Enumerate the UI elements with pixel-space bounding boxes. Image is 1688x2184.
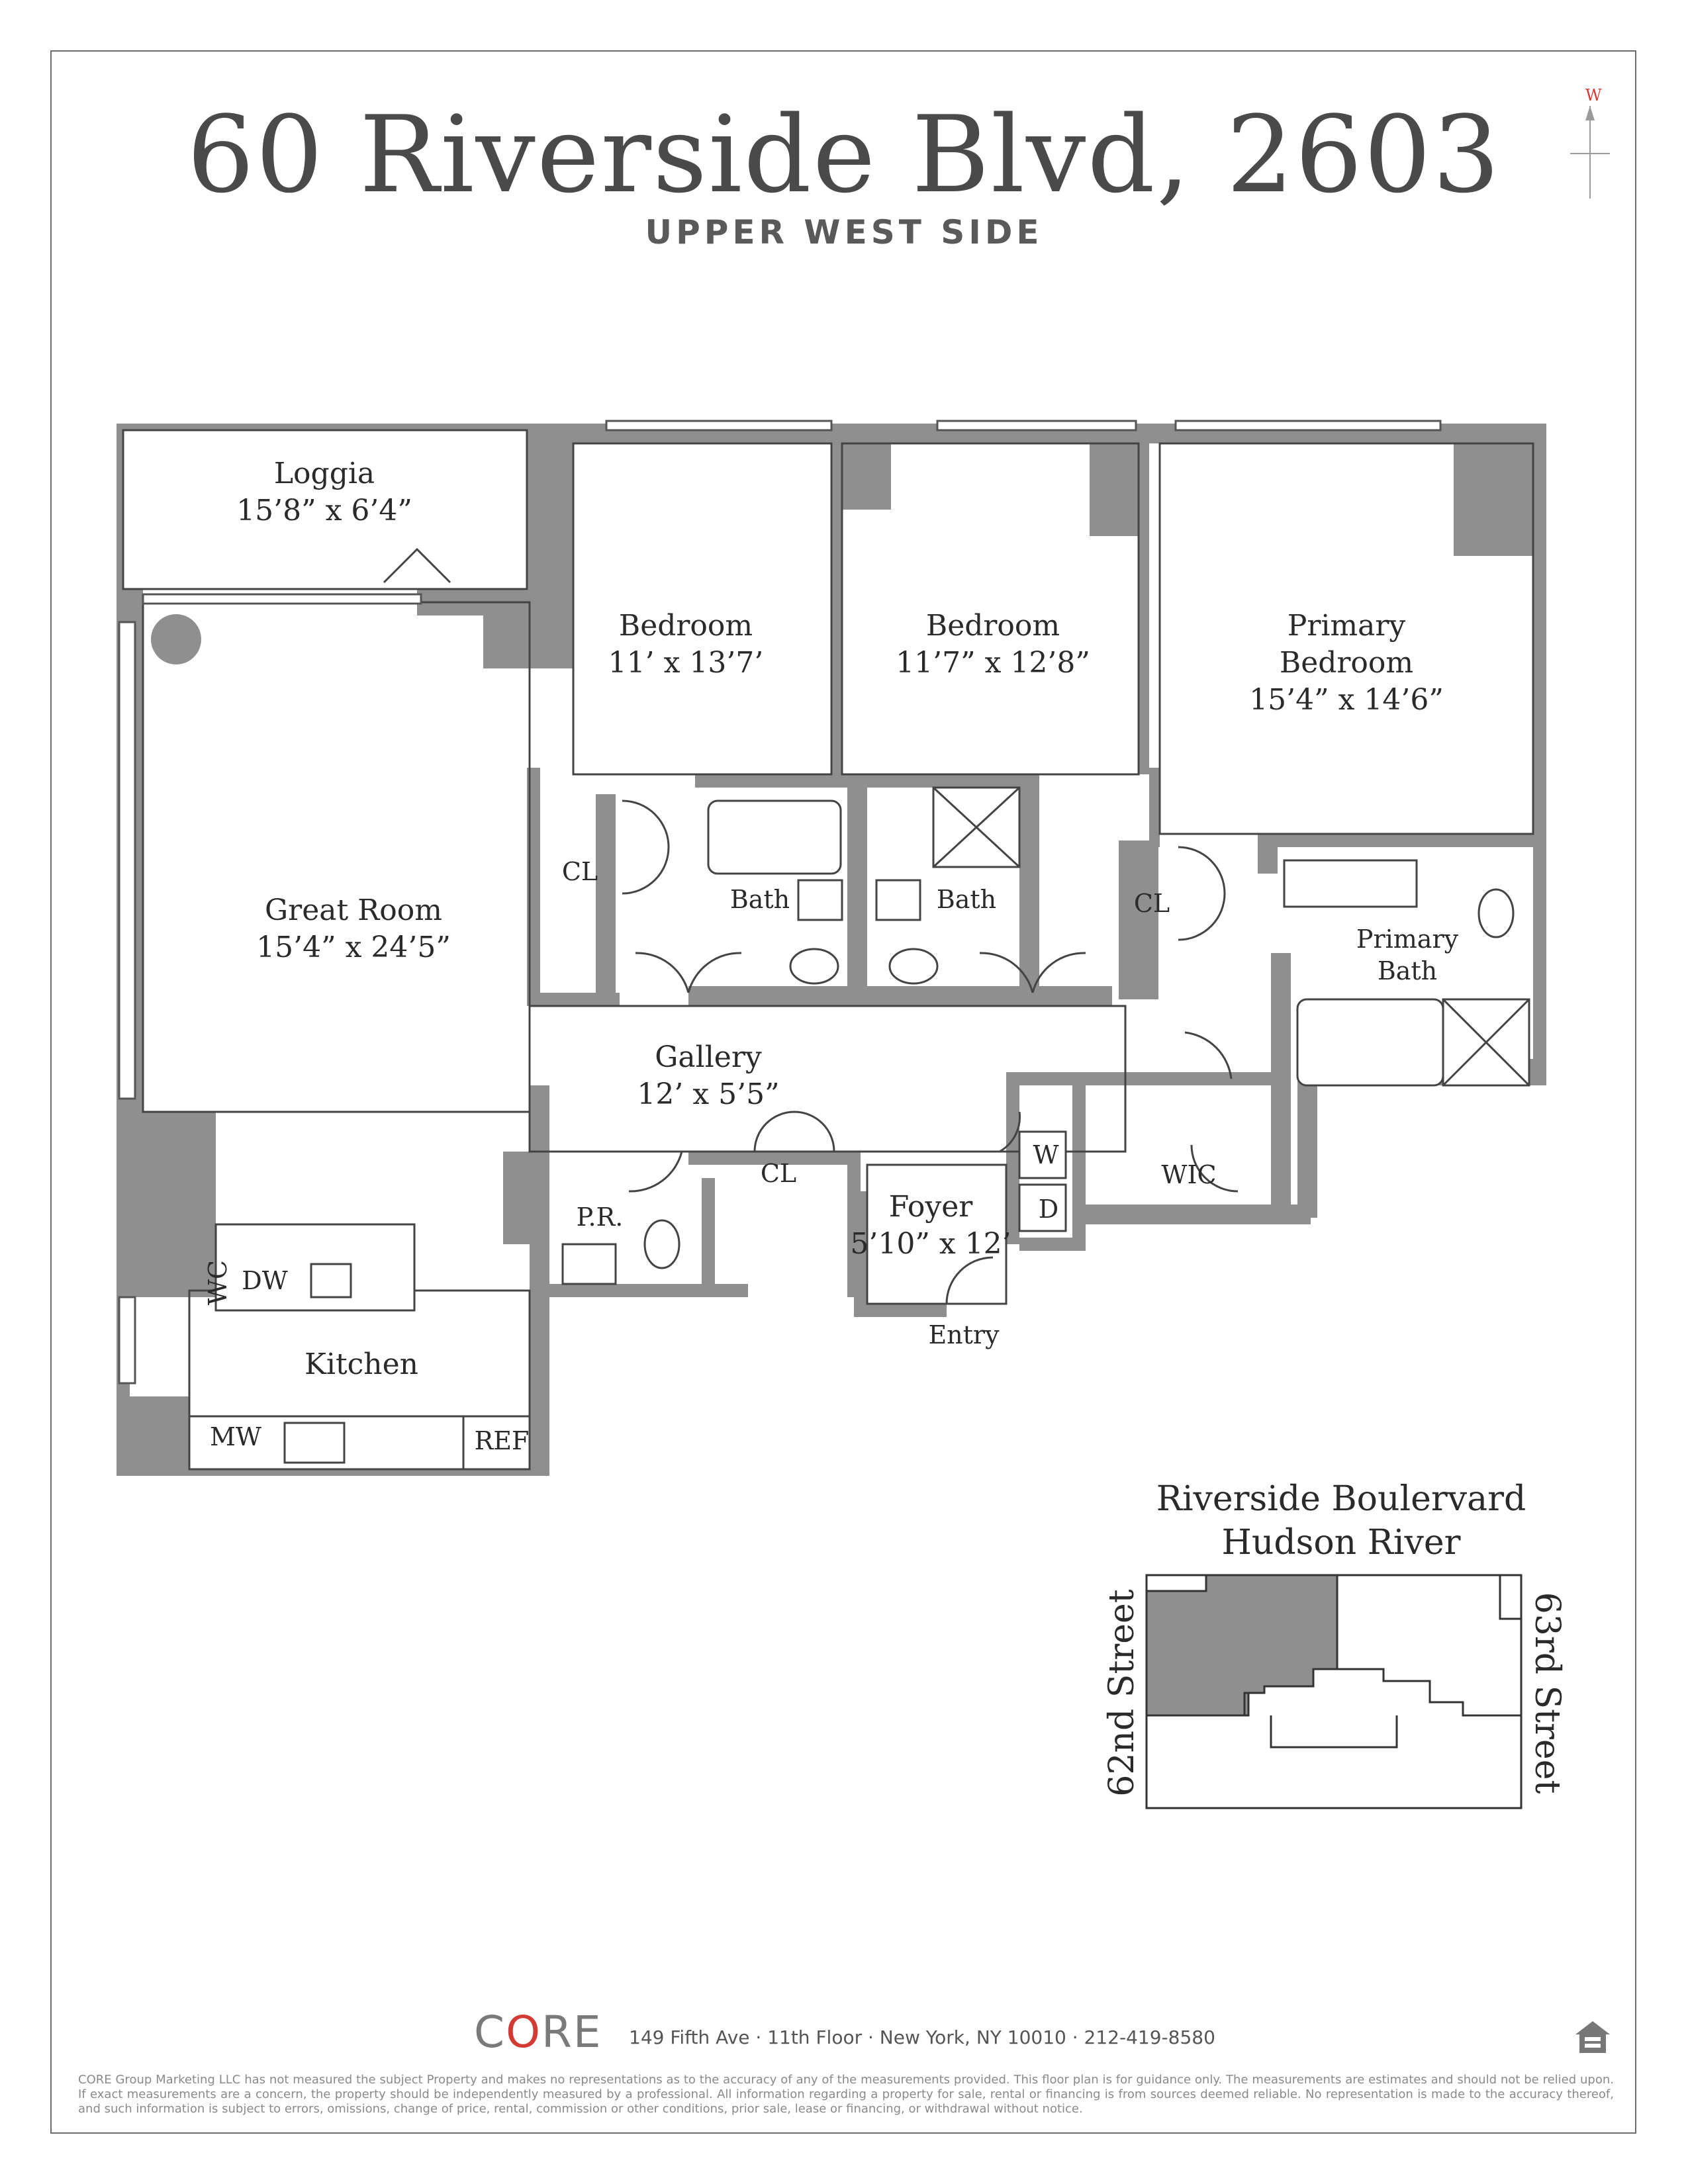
- keyplan-top-line-2: Hudson River: [1222, 1523, 1461, 1563]
- toilet-icon: [1477, 888, 1515, 938]
- pr-sink-icon: [561, 1243, 617, 1285]
- vanity-icon: [1283, 859, 1418, 908]
- gallery-dims: 12’ x 5’5”: [637, 1077, 779, 1111]
- closet-label: CL: [761, 1159, 796, 1188]
- sink-icon: [797, 879, 843, 921]
- keyplan-corner: [1499, 1574, 1523, 1620]
- closet-label: CL: [1134, 889, 1170, 918]
- core-logo: CORE: [474, 2007, 602, 2058]
- bedroom-1-name: Bedroom: [619, 609, 753, 643]
- bedroom-2-name: Bedroom: [926, 609, 1060, 643]
- kitchen-sink-icon: [310, 1263, 352, 1298]
- keyplan-top-line-1: Riverside Boulervard: [1156, 1479, 1526, 1519]
- core-logo-o: O: [506, 2007, 542, 2058]
- bath-label: Bath: [730, 885, 790, 914]
- tub-icon: [707, 799, 842, 875]
- primary-bedroom-dims: 15’4” x 14’6”: [1249, 683, 1444, 717]
- bedroom-2-dims: 11’7” x 12’8”: [896, 646, 1090, 680]
- keyplan-core: [1147, 1668, 1521, 1749]
- foyer-outline: [866, 1163, 1008, 1305]
- disclaimer: CORE Group Marketing LLC has not measure…: [78, 2073, 1614, 2116]
- page-title: 60 Riverside Blvd, 2603: [187, 93, 1501, 216]
- north-arrow-icon: [1585, 106, 1595, 120]
- bedroom-2-outline: [841, 442, 1140, 776]
- great-room-dims: 15’4” x 24’5”: [256, 931, 451, 964]
- sink-icon: [875, 879, 921, 921]
- kitchen-name: Kitchen: [305, 1347, 418, 1381]
- cooktop-icon: [283, 1422, 346, 1464]
- compass-letter: W: [1585, 86, 1602, 105]
- equal-housing-icon: [1575, 2021, 1610, 2053]
- washer-label: W: [1033, 1140, 1058, 1169]
- entry-label: Entry: [928, 1320, 1000, 1349]
- dryer-label: D: [1039, 1195, 1058, 1224]
- foyer-name: Foyer: [889, 1190, 974, 1224]
- primary-bath-line-2: Bath: [1378, 956, 1437, 985]
- powder-room-label: P.R.: [577, 1203, 624, 1232]
- page-subtitle: UPPER WEST SIDE: [645, 213, 1043, 251]
- column-icon: [151, 614, 201, 664]
- primary-bedroom-name-2: Bedroom: [1280, 646, 1413, 680]
- toilet-icon: [888, 948, 939, 985]
- keyplan-corner: [1145, 1574, 1207, 1592]
- closet-label: CL: [562, 857, 598, 886]
- primary-bedroom-name-1: Primary: [1288, 609, 1406, 643]
- keyplan-right-street: 63rd Street: [1527, 1592, 1567, 1794]
- refrigerator-label: REF: [475, 1426, 530, 1455]
- loggia-outline: [122, 429, 528, 590]
- loggia-dims: 15’8” x 6’4”: [236, 494, 412, 527]
- loggia-name: Loggia: [274, 457, 375, 490]
- walls: [117, 424, 1546, 1476]
- wc-label: WC: [203, 1260, 232, 1305]
- toilet-icon: [789, 948, 839, 985]
- doors: [383, 547, 1239, 1304]
- page-frame: [50, 50, 1636, 2134]
- primary-bedroom-outline: [1158, 442, 1534, 835]
- bath-label: Bath: [937, 885, 996, 914]
- great-room-outline: [142, 601, 531, 1113]
- great-room-name: Great Room: [265, 893, 442, 927]
- windows: [118, 420, 1442, 1385]
- dryer-icon: [1018, 1183, 1067, 1232]
- microwave-label: MW: [210, 1422, 261, 1451]
- wic-label: WIC: [1161, 1160, 1216, 1189]
- tub-icon: [1296, 998, 1444, 1087]
- fixtures: [151, 614, 1530, 1471]
- key-plan: Riverside Boulervard Hudson River 62nd S…: [1102, 1479, 1567, 1809]
- washer-icon: [1018, 1130, 1067, 1179]
- foyer-dims: 5’10” x 12’: [850, 1227, 1011, 1261]
- dishwasher-label: DW: [242, 1266, 288, 1295]
- primary-bath-line-1: Primary: [1356, 925, 1459, 954]
- fridge-icon: [462, 1415, 531, 1471]
- pr-toilet-icon: [643, 1219, 680, 1269]
- bedroom-1-outline: [572, 442, 833, 776]
- core-logo-c: C: [474, 2007, 506, 2058]
- gallery-outline: [528, 1005, 1127, 1153]
- footer-address: 149 Fifth Ave · 11th Floor · New York, N…: [629, 2026, 1215, 2048]
- core-logo-re: RE: [541, 2007, 602, 2058]
- gallery-name: Gallery: [655, 1040, 762, 1074]
- keyplan-left-street: 62nd Street: [1102, 1589, 1142, 1796]
- bedroom-1-dims: 11’ x 13’7’: [608, 646, 764, 680]
- compass: W: [1570, 86, 1610, 199]
